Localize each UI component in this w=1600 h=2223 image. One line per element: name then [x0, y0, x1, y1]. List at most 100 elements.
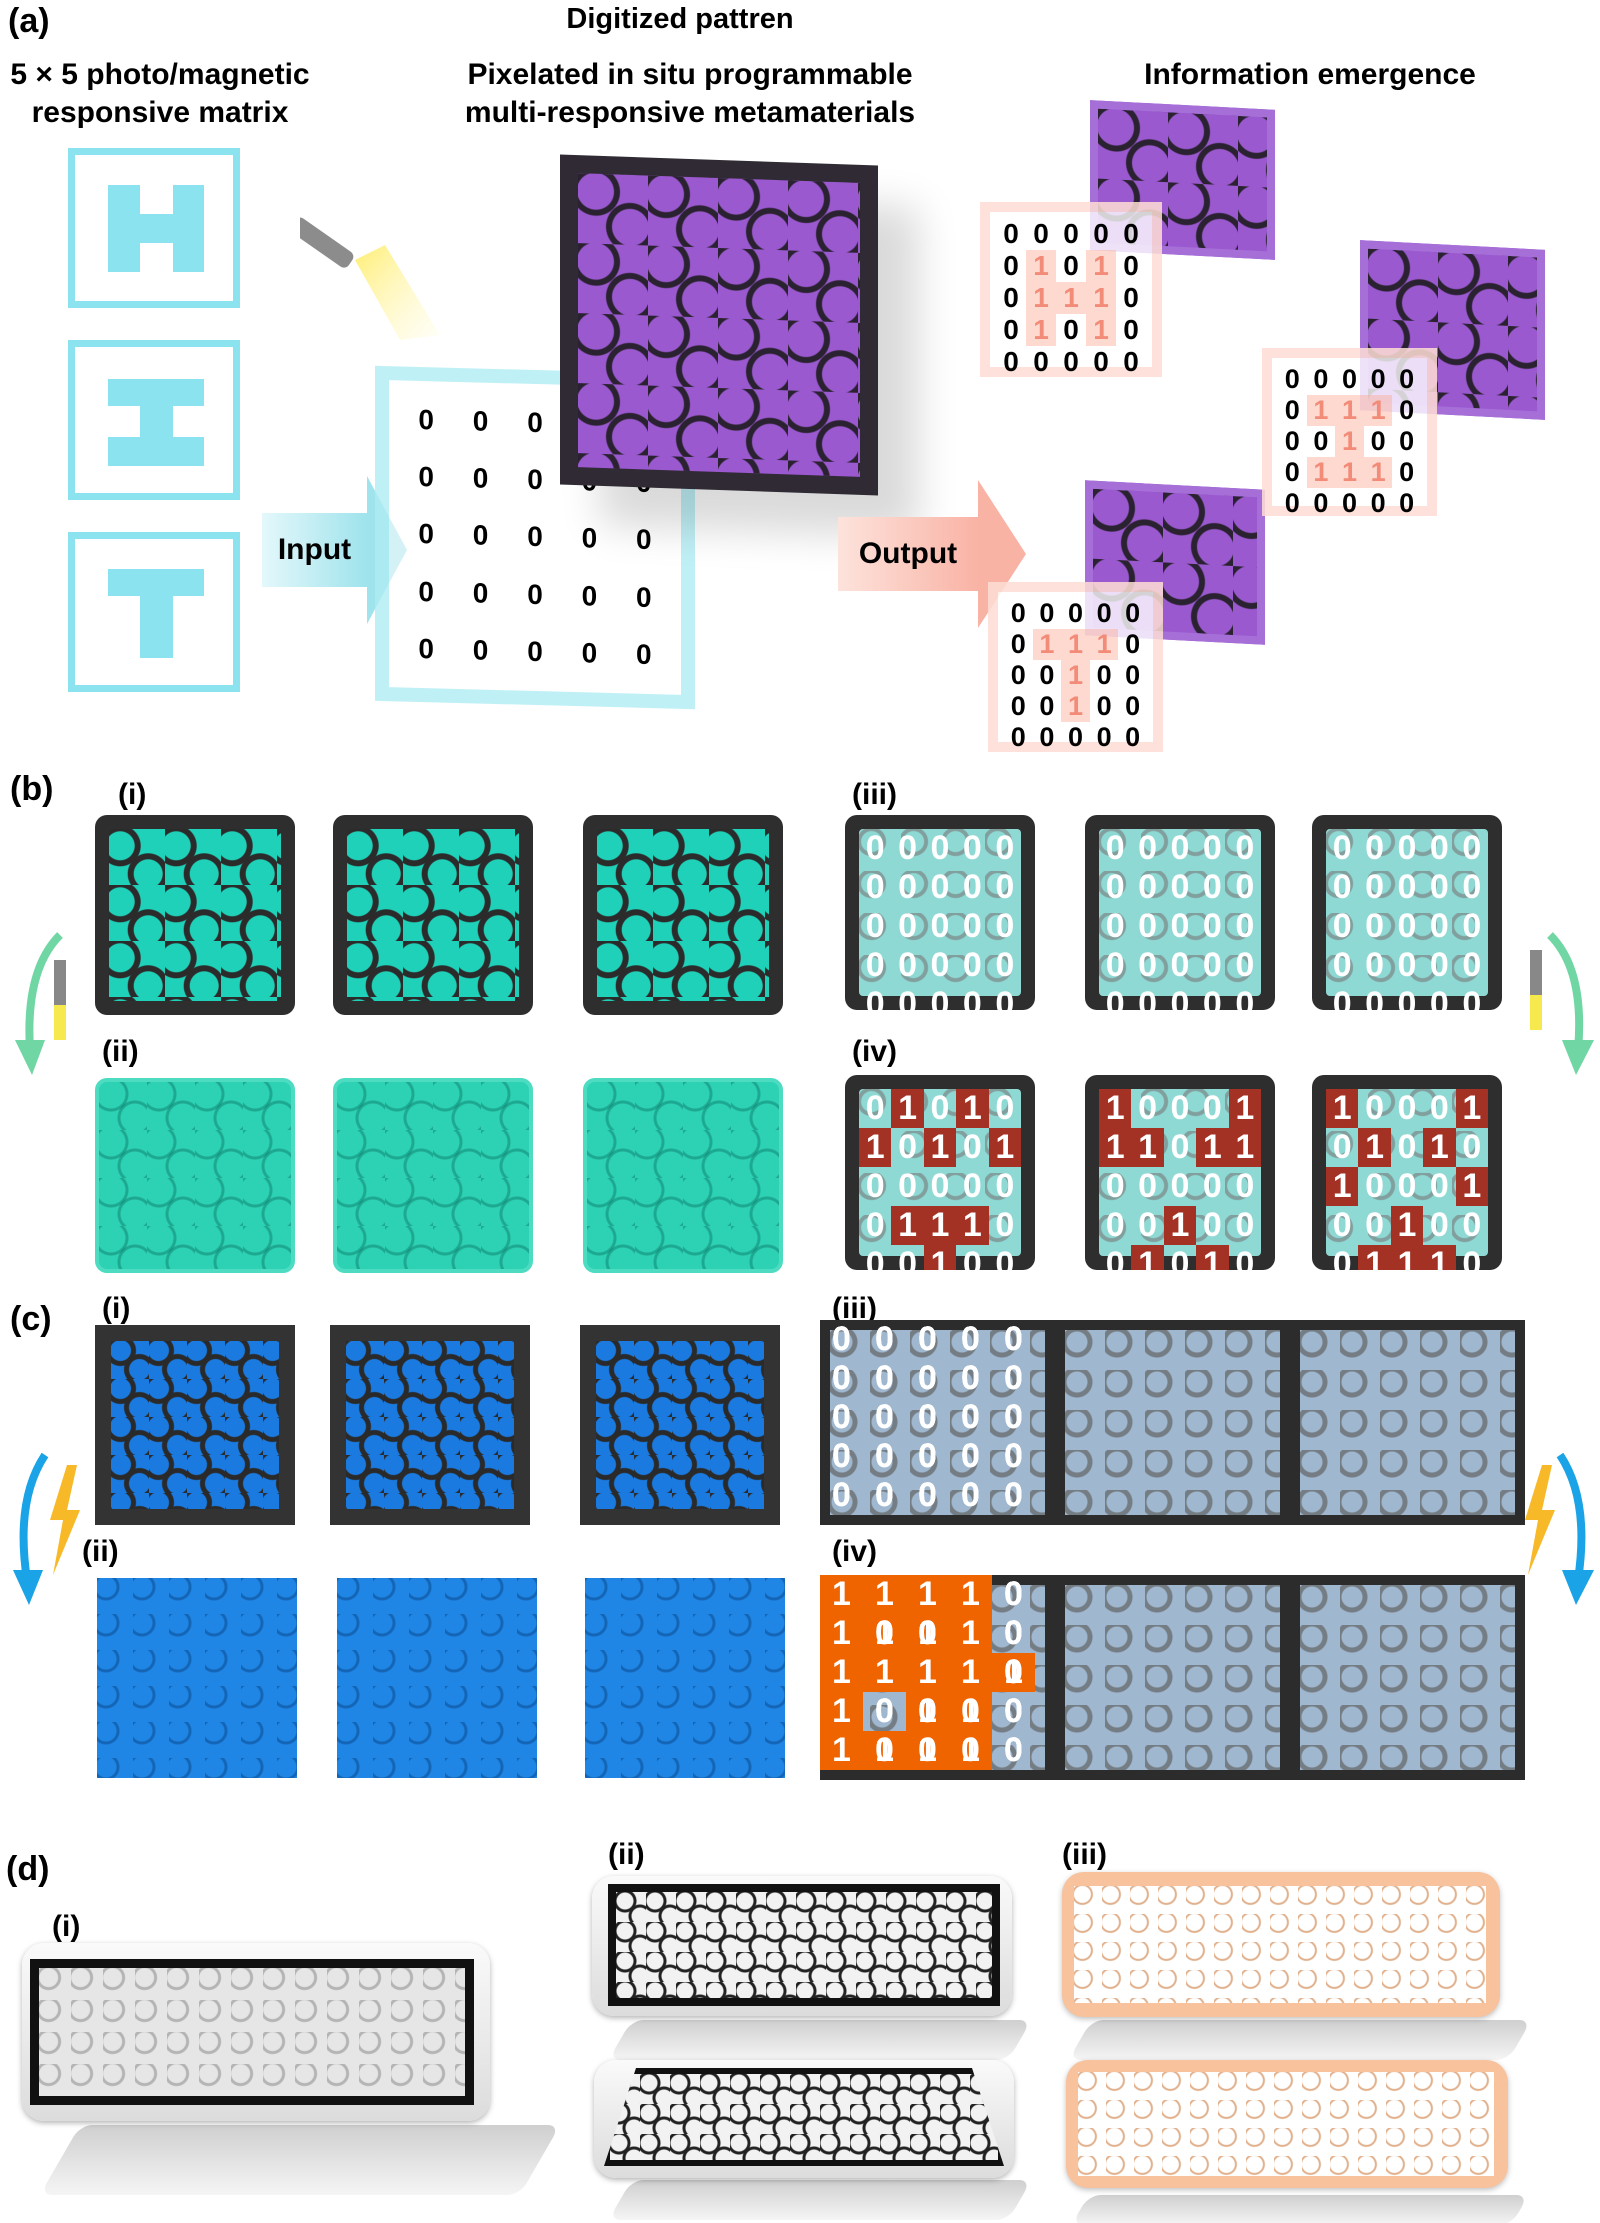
lightning-icon: [1520, 1465, 1560, 1575]
matrix-cell: 0: [1105, 1206, 1125, 1244]
matrix-cell: 0: [918, 1359, 937, 1397]
matrix-cell: 0: [1004, 1398, 1023, 1436]
matrix-cell: 0: [1004, 1731, 1023, 1769]
curved-arrow-down-icon: [10, 930, 100, 1080]
matrix-cell: 0: [875, 1437, 894, 1475]
matrix-cell: 0: [961, 1359, 980, 1397]
matrix-cell: 0: [875, 1692, 894, 1730]
matrix-cell: 1: [949, 1614, 992, 1653]
matrix-cell: 0: [930, 1167, 950, 1205]
matrix-cell: 0: [1004, 1575, 1023, 1613]
matrix-cell: 1: [820, 1692, 863, 1731]
matrix-cell: 0: [1462, 1245, 1482, 1270]
matrix-cell: 0: [1004, 1359, 1023, 1397]
d-i-strip: [22, 1943, 490, 2121]
matrix-cell: 0: [995, 1206, 1015, 1244]
b-ii-sample-1: [95, 1078, 295, 1273]
matrix-cell: 0: [918, 1614, 937, 1652]
matrix-cell: 0: [1138, 1206, 1158, 1244]
matrix-cell: 1: [949, 1653, 992, 1692]
matrix-cell: 0: [832, 1476, 851, 1514]
matrix-cell: 0: [961, 1437, 980, 1475]
matrix-cell: 0: [918, 1437, 937, 1475]
matrix-cell: 0: [875, 1359, 894, 1397]
matrix-cell: 0: [1332, 1128, 1352, 1166]
matrix-cell: 0: [1170, 1128, 1190, 1166]
matrix-cell: 0: [961, 1398, 980, 1436]
c-ii-sample-2: [337, 1578, 537, 1778]
matrix-cell: 0: [875, 1359, 894, 1397]
matrix-cell: 1: [988, 1128, 1021, 1167]
matrix-cell: 0: [1004, 1437, 1023, 1475]
matrix-cell: 0: [1235, 1245, 1255, 1270]
c-i-sample-1: [95, 1325, 295, 1525]
matrix-cell: 0: [875, 1731, 894, 1769]
matrix-cell: 0: [995, 1245, 1015, 1270]
matrix-cell: 0: [962, 1245, 982, 1270]
matrix-cell: 0: [918, 1476, 937, 1514]
matrix-cell: 1: [1423, 1128, 1456, 1167]
matrix-cell: 0: [1004, 1614, 1023, 1652]
matrix-cell: 0: [961, 1320, 980, 1358]
center-heading: Pixelated in situ programmable multi-res…: [464, 58, 916, 129]
matrix-cell: 1: [992, 1653, 1035, 1692]
matrix-cell: 0: [832, 1320, 851, 1358]
matrix-cell: 0: [918, 1731, 937, 1769]
matrix-cell: 0: [875, 1320, 894, 1358]
matrix-cell: 0: [1202, 1206, 1222, 1244]
matrix-cell: 0: [961, 1320, 980, 1358]
matrix-cell: 0: [995, 1167, 1015, 1205]
matrix-cell: 0: [918, 1437, 937, 1475]
matrix-cell: 0: [918, 1476, 937, 1514]
matrix-cell: 0: [875, 1437, 894, 1475]
matrix-cell: 0: [832, 1359, 851, 1397]
curved-arrow-down-icon: [5, 1450, 65, 1610]
b-ii-sample-3: [583, 1078, 783, 1273]
b-i-sample-1: [95, 815, 295, 1015]
matrix-cell: 0: [1170, 1245, 1190, 1270]
matrix-cell: 0: [961, 1476, 980, 1514]
matrix-cell: 1: [820, 1575, 863, 1614]
matrix-cell: 0: [875, 1320, 894, 1358]
matrix-cell: 0: [1004, 1731, 1023, 1769]
panel-d-ii-label: (ii): [608, 1838, 645, 1871]
matrix-cell: 0: [961, 1731, 980, 1769]
flashlight-icon: [290, 200, 440, 340]
matrix-cell: 0: [1004, 1575, 1023, 1613]
c-iv-strip: 0010001100111110010000100 01110100101001…: [820, 1575, 1525, 1780]
matrix-cell: 1: [949, 1692, 992, 1731]
matrix-cell: 0: [1397, 1089, 1417, 1127]
matrix-cell: 0: [1004, 1398, 1023, 1436]
matrix-cell: 1: [820, 1614, 863, 1653]
matrix-cell: 1: [1163, 1206, 1197, 1245]
matrix-cell: 0: [918, 1476, 937, 1514]
matrix-cell: 0: [832, 1398, 851, 1436]
matrix-cell: 1: [863, 1731, 906, 1770]
panel-b-iv-label: (iv): [852, 1035, 897, 1068]
matrix-cell: 0: [1429, 1089, 1449, 1127]
matrix-cell: 0: [1004, 1692, 1023, 1730]
matrix-cell: 0: [918, 1320, 937, 1358]
matrix-cell: 0: [1004, 1320, 1023, 1358]
matrix-cell: 0: [1462, 1128, 1482, 1166]
matrix-cell: 0: [961, 1437, 980, 1475]
matrix-cell: 0: [875, 1614, 894, 1652]
letter-i-icon: [68, 340, 240, 500]
matrix-cell: 1: [923, 1128, 957, 1167]
matrix-cell: 0: [832, 1437, 851, 1475]
matrix-cell: 0: [918, 1437, 937, 1475]
panel-b-ii-label: (ii): [102, 1035, 139, 1068]
panel-b-label: (b): [10, 770, 54, 808]
matrix-cell: 0: [865, 1089, 885, 1127]
matrix-cell: 0: [961, 1320, 980, 1358]
matrix-cell: 0: [1202, 1167, 1222, 1205]
matrix-cell: 1: [906, 1692, 949, 1731]
matrix-cell: 0: [875, 1359, 894, 1397]
matrix-cell: 0: [875, 1614, 894, 1652]
matrix-cell: 0: [865, 1206, 885, 1244]
